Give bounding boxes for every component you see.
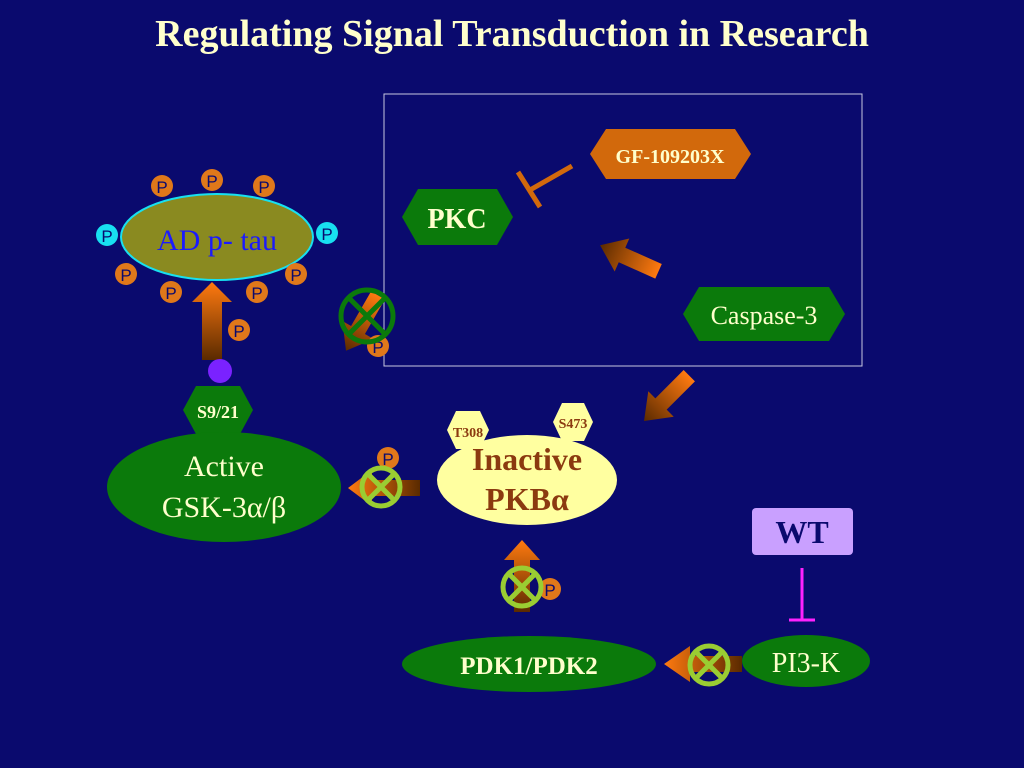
wt-label: WT (775, 514, 828, 550)
s921-site (183, 386, 253, 434)
arrow-pdk-to-pkb (504, 540, 540, 612)
caspase-node (683, 287, 845, 341)
phospho-p-icon: P (246, 281, 268, 303)
arrow-gsk-to-tau (192, 282, 232, 360)
caspase-label: Caspase-3 (711, 301, 818, 330)
s473-label: S473 (559, 417, 588, 432)
phospho-p-icon: P (228, 319, 250, 341)
arrow-pkb-to-box (644, 370, 695, 421)
arrow-caspase-to-pkc (600, 238, 662, 279)
phospho-p-icon: P (151, 175, 173, 197)
phospho-p-icon: P (96, 224, 118, 246)
svg-text:P: P (382, 450, 393, 469)
pkc-node (402, 189, 513, 245)
phospho-p-icon: P (539, 578, 561, 600)
phospho-p-icon: P (160, 281, 182, 303)
s921-label: S9/21 (197, 402, 239, 422)
svg-text:P: P (165, 284, 176, 303)
svg-text:P: P (372, 338, 383, 357)
phospho-p-icon: P (201, 169, 223, 191)
block-x-icon (359, 465, 403, 509)
pkc-label: PKC (427, 204, 486, 235)
ad-ptau-label: AD p- tau (157, 224, 277, 257)
phospho-site-dot (208, 359, 232, 383)
t308-label: T308 (453, 426, 483, 441)
svg-text:P: P (101, 227, 112, 246)
phospho-p-icon: P (253, 175, 275, 197)
phospho-p-icon: P (115, 263, 137, 285)
phospho-p-icon: P (377, 447, 399, 469)
block-x-icon (687, 643, 731, 687)
svg-text:P: P (156, 178, 167, 197)
svg-text:P: P (206, 172, 217, 191)
pkb-label-line2: PKBα (485, 481, 569, 517)
t308-site (447, 411, 489, 449)
ad-ptau-node (120, 193, 314, 281)
gsk-label-line1: Active (184, 450, 264, 483)
svg-text:P: P (544, 581, 555, 600)
svg-text:P: P (251, 284, 262, 303)
page-title: Regulating Signal Transduction in Resear… (155, 13, 869, 55)
block-x-icon (338, 287, 396, 345)
svg-text:P: P (258, 178, 269, 197)
pi3k-label: PI3-K (772, 648, 840, 679)
pkb-label-line1: Inactive (472, 441, 582, 477)
gf-node (590, 129, 751, 179)
svg-text:P: P (120, 266, 131, 285)
pkc-inset-box (383, 93, 863, 367)
phospho-p-icon: P (316, 222, 338, 244)
phospho-p-icon: P (285, 263, 307, 285)
svg-text:P: P (321, 225, 332, 244)
pkb-node (437, 435, 617, 525)
svg-text:P: P (290, 266, 301, 285)
pdk-label: PDK1/PDK2 (460, 653, 598, 680)
arrow-pi3k-to-pdk (664, 646, 742, 682)
block-x-icon (500, 565, 544, 609)
inhibit-bar-wt (789, 568, 815, 622)
gf-label: GF-109203X (616, 146, 725, 168)
svg-text:P: P (233, 322, 244, 341)
s473-site (553, 403, 593, 441)
inhibit-bar-gf (515, 163, 574, 209)
gsk-label-line2: GSK-3α/β (162, 491, 286, 524)
gsk-node (107, 432, 341, 542)
pdk-node (402, 636, 656, 692)
phospho-group-tau: P P P P P P P P P P (96, 169, 338, 341)
wt-box (752, 508, 853, 555)
pi3k-node (742, 635, 870, 687)
